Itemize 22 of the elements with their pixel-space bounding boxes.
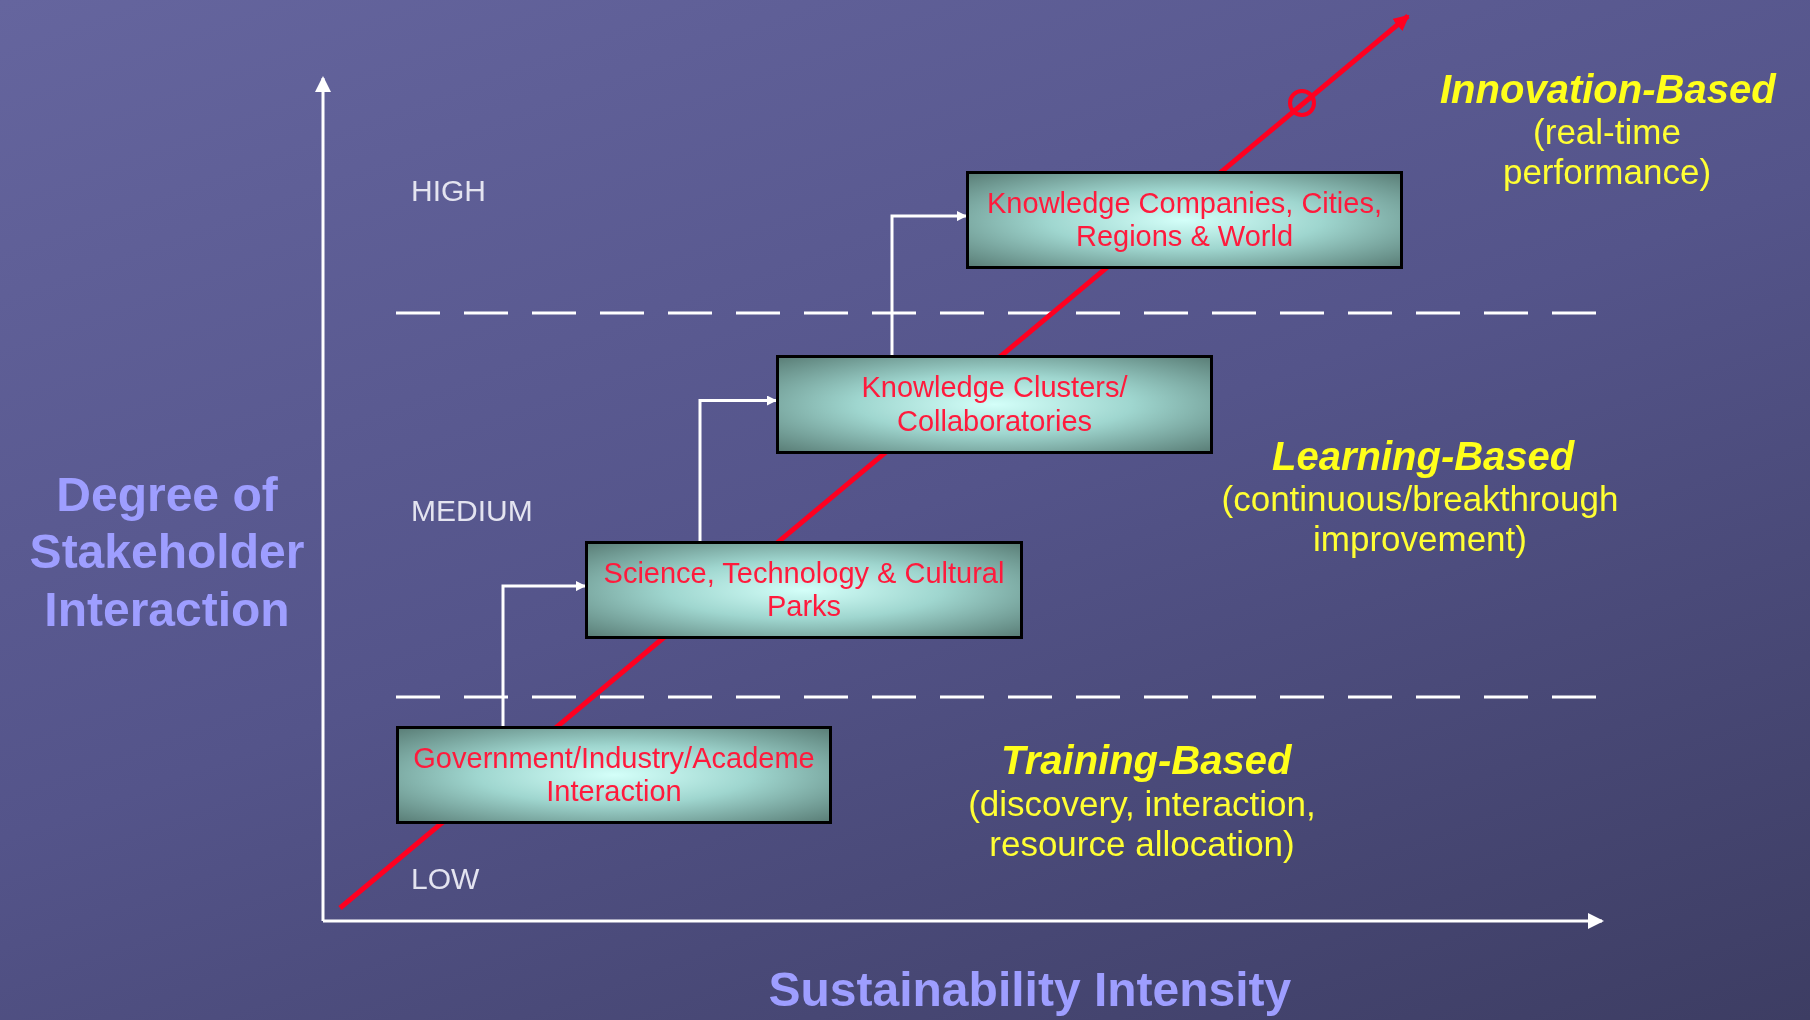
zone-description: (continuous/breakthrough improvement) xyxy=(1220,478,1620,559)
axis-title: Degree of Stakeholder Interaction xyxy=(28,466,306,638)
box-label: Science, Technology & Cultural Parks xyxy=(602,556,1006,624)
box-label: Knowledge Clusters/ Collaboratories xyxy=(860,371,1129,438)
arrow xyxy=(501,581,586,726)
box-label: Government/Industry/Academe Interaction xyxy=(412,741,816,809)
axis-title: Sustainability Intensity xyxy=(768,962,1292,1018)
level-label: HIGH xyxy=(411,174,486,208)
level-label: LOW xyxy=(411,862,480,896)
process-box xyxy=(966,171,1403,269)
arrow xyxy=(890,211,967,355)
arrow xyxy=(698,395,777,541)
zone-heading: Training-Based xyxy=(1001,737,1292,783)
process-box xyxy=(585,541,1023,639)
zone-description: (real-time performance) xyxy=(1501,111,1713,192)
process-box xyxy=(396,726,832,824)
zone-heading: Innovation-Based xyxy=(1440,66,1776,112)
box-label: Knowledge Companies, Cities, Regions & World xyxy=(986,186,1383,254)
zone-heading: Learning-Based xyxy=(1272,433,1575,479)
zone-description: (discovery, interaction, resource allocation) xyxy=(967,783,1317,864)
level-label: MEDIUM xyxy=(411,494,533,528)
process-box xyxy=(776,355,1213,454)
